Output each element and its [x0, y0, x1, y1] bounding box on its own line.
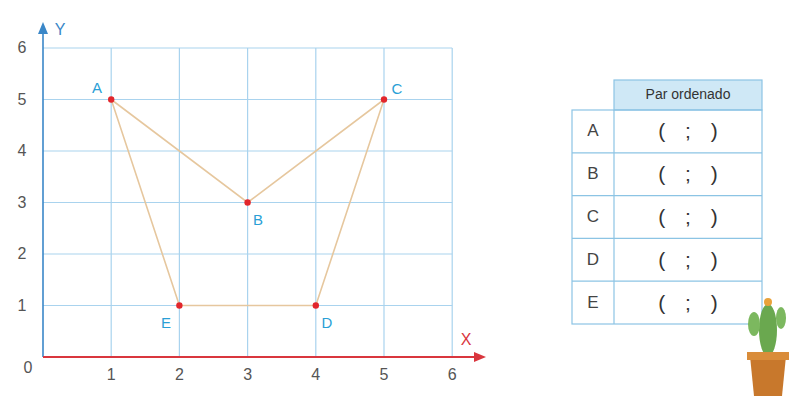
row-label: C [587, 208, 599, 227]
table-cell: ( ; ) [658, 163, 718, 186]
table-cell: ( ; ) [658, 120, 718, 143]
row-label: E [587, 293, 598, 312]
tick-number: 3 [243, 366, 252, 384]
table-cell: ( ; ) [658, 205, 718, 228]
tick-number: 5 [380, 366, 389, 384]
point-label: C [390, 81, 405, 98]
point-label: E [159, 315, 173, 332]
point-label: A [90, 80, 104, 97]
tick-number: 6 [18, 39, 27, 57]
grid-lines [43, 48, 452, 357]
tick-number: 5 [18, 91, 27, 109]
x-axis [43, 352, 486, 362]
axis-label: X [461, 331, 472, 349]
tick-number: 6 [448, 366, 457, 384]
table-header: Par ordenado [646, 87, 731, 102]
polygon [111, 100, 384, 306]
table-cell: ( ; ) [658, 248, 718, 271]
points [108, 96, 387, 308]
tick-number: 2 [175, 366, 184, 384]
point-label: D [320, 315, 335, 332]
tick-number: 1 [107, 366, 116, 384]
y-axis [38, 22, 48, 357]
tick-number: 2 [18, 245, 27, 263]
cactus [747, 298, 789, 396]
tick-number: 1 [18, 297, 27, 315]
tick-number: 0 [24, 359, 33, 377]
row-label: B [587, 165, 598, 184]
row-label: D [587, 250, 599, 269]
point-label: B [251, 212, 265, 229]
tick-number: 4 [18, 142, 27, 160]
table-cell: ( ; ) [658, 291, 718, 314]
axis-label: Y [55, 21, 66, 39]
tick-number: 4 [311, 366, 320, 384]
table [572, 80, 762, 324]
row-label: A [587, 122, 598, 141]
tick-number: 3 [18, 194, 27, 212]
